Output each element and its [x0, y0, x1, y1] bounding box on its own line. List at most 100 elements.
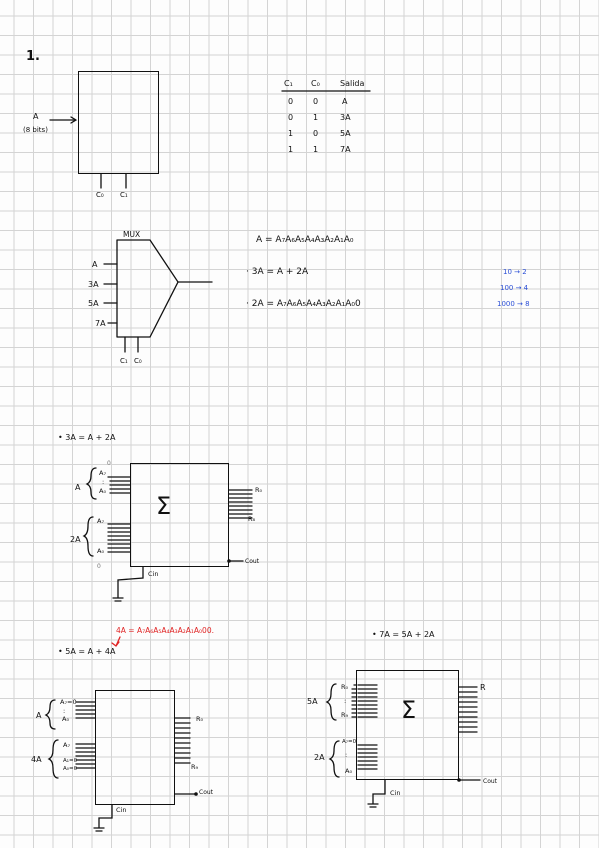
note-4a-arrow — [111, 636, 121, 647]
adder-5a-cout: Cout — [199, 789, 214, 796]
adder-7a-5a-top: R₀ — [341, 683, 349, 691]
table-cell: 1 — [313, 113, 319, 122]
adder-7a-out-r: R — [480, 683, 486, 692]
adder-7a-2a-bottom: A₀ — [345, 767, 353, 775]
adder-3a-cin: Cin — [148, 570, 159, 578]
adder-3a-cout: Cout — [245, 558, 260, 565]
mux-input-lines — [103, 263, 118, 324]
adder-7a-brace-2a — [328, 740, 340, 778]
unknown-block — [78, 71, 159, 174]
note-4a: 4A = A₇A₆A₅A₄A₃A₂A₁A₀00. — [116, 626, 214, 635]
adder-3a-out-r0: R₀ — [255, 486, 263, 494]
mux-shape — [116, 239, 179, 338]
adder-3a-block — [130, 463, 229, 567]
adder-7a-cout-dot — [457, 778, 461, 782]
adder-3a-input-a: A — [75, 483, 81, 492]
adder-7a-cout: Cout — [483, 778, 498, 785]
heading-3a: • 3A = A + 2A — [58, 433, 116, 442]
block-select-c1: C₁ — [120, 191, 128, 199]
adder-7a-cin-line — [367, 779, 386, 808]
adder-3a-2a-top: A₇ — [97, 517, 105, 525]
table-cell: A — [342, 97, 348, 106]
table-cell: 0 — [288, 97, 294, 106]
adder-7a-input-lines — [351, 684, 378, 718]
adder-3a-input-2a: 2A — [70, 535, 81, 544]
adder-5a-input-lines — [75, 701, 96, 769]
adder-3a-zero-top: 0 — [107, 460, 111, 467]
adder-7a-5a-dots: : — [344, 697, 347, 705]
adder-3a-2a-bottom: A₀ — [97, 547, 105, 555]
adder-3a-cout-dot — [227, 559, 231, 563]
adder-5a-cin-line — [93, 804, 113, 832]
adder-7a-output-lines — [458, 686, 478, 733]
table-cell: 3A — [340, 113, 351, 122]
table-cell: 0 — [313, 129, 319, 138]
shift-note: 1000 → 8 — [497, 300, 530, 308]
adder-5a-a-dots: : — [63, 707, 66, 715]
adder-3a-input-lines — [107, 476, 131, 553]
mux-input-label: 7A — [95, 319, 106, 328]
table-cell: 7A — [340, 145, 351, 154]
adder-5a-4a-bottom: A₀=0 — [63, 766, 78, 772]
adder-7a-block — [356, 670, 459, 780]
problem-number: 1. — [26, 49, 40, 64]
table-header: C₀ — [311, 79, 320, 88]
adder-7a-2a-top: A₇=0 — [342, 739, 357, 745]
adder-5a-out-r9: R₉ — [191, 763, 199, 771]
adder-7a-input-lines-2a — [357, 744, 378, 770]
mux-input-label: A — [92, 260, 98, 269]
sum-symbol: Σ — [401, 696, 417, 724]
adder-3a-zero-bottom: 0 — [97, 563, 101, 570]
adder-3a-brace-2a — [82, 516, 94, 557]
adder-3a-a-top: A₇ — [99, 469, 107, 477]
adder-3a-cin-line — [112, 566, 144, 602]
table-header: Salida — [340, 79, 365, 88]
shift-note: 100 → 4 — [500, 284, 529, 292]
adder-3a-a-bottom: A₀ — [99, 487, 107, 495]
table-cell: 1 — [288, 129, 294, 138]
adder-3a-output-lines — [228, 489, 253, 519]
mux-input-label: 5A — [88, 299, 99, 308]
table-cell: 0 — [313, 97, 319, 106]
adder-3a-brace-a — [85, 467, 97, 500]
table-cell: 1 — [313, 145, 319, 154]
adder-5a-cin: Cin — [116, 806, 127, 814]
adder-7a-brace-5a — [325, 683, 337, 721]
adder-3a-a-dots: : — [102, 478, 105, 486]
table-cell: 5A — [340, 129, 351, 138]
adder-5a-4a-top: A₇ — [63, 741, 71, 749]
heading-7a: • 7A = 5A + 2A — [372, 630, 435, 639]
equation-3a: · 3A = A + 2A — [246, 267, 309, 277]
adder-7a-5a-bottom: R₉ — [341, 711, 349, 719]
mux-select-c1: C₁ — [120, 357, 128, 365]
adder-7a-cin: Cin — [390, 789, 401, 797]
block-input-arrow — [49, 116, 78, 124]
block-input-label: A — [33, 112, 39, 121]
mux-select-c0: C₀ — [134, 357, 142, 365]
adder-5a-input-a: A — [36, 711, 42, 720]
adder-5a-out-r0: R₀ — [196, 715, 204, 723]
block-select-c0: C₀ — [96, 191, 104, 199]
block-select-lines — [100, 173, 127, 189]
adder-5a-input-4a: 4A — [31, 755, 42, 764]
heading-5a: • 5A = A + 4A — [58, 647, 116, 656]
sum-symbol: Σ — [156, 492, 172, 520]
table-cell: 0 — [288, 113, 294, 122]
mux-select-lines — [124, 336, 139, 353]
adder-5a-a-top: A₇=0 — [60, 698, 77, 706]
adder-7a-2a-dots: : — [345, 751, 348, 759]
adder-5a-block — [95, 690, 175, 805]
adder-5a-a-bottom: A₀ — [62, 715, 70, 723]
adder-3a-out-r8: R₈ — [248, 515, 256, 523]
adder-5a-brace-a — [44, 699, 56, 730]
adder-5a-output-lines — [174, 717, 191, 764]
equation-a-bits: A = A₇A₆A₅A₄A₃A₂A₁A₀ — [256, 235, 354, 245]
mux-input-label: 3A — [88, 280, 99, 289]
adder-5a-4a-mid: A₁=0 — [63, 758, 78, 764]
shift-note: 10 → 2 — [503, 268, 527, 276]
block-input-bits: (8 bits) — [23, 126, 48, 134]
mux-title: MUX — [123, 230, 141, 239]
table-header: C₁ — [284, 79, 293, 88]
adder-5a-brace-4a — [47, 739, 59, 779]
